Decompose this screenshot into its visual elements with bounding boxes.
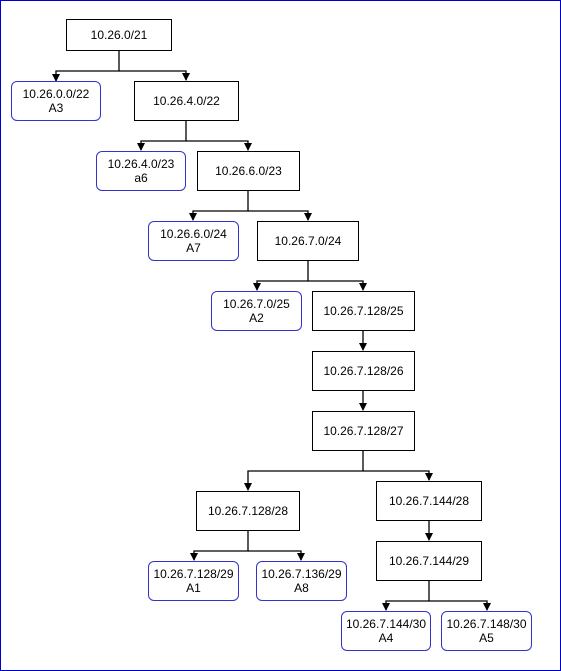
edge-6-23-to-7-24 <box>248 210 312 221</box>
edge-21-to-4-22 <box>119 70 190 81</box>
leaf-label: 10.26.7.148/30 <box>446 617 527 631</box>
node-10-26-7-128-28[interactable]: 10.26.7.128/28 <box>196 491 300 531</box>
node-label: 10.26.7.0/24 <box>274 234 342 248</box>
leaf-tag: A4 <box>378 631 394 645</box>
leaf-tag: A5 <box>479 631 494 645</box>
leaf-10-26-7-148-30[interactable]: 10.26.7.148/30 A5 <box>441 611 532 651</box>
node-10-26-6-0-23[interactable]: 10.26.6.0/23 <box>197 151 300 191</box>
node-label: 10.26.7.144/28 <box>388 494 470 508</box>
edge-7-24-to-7-25 <box>253 261 309 291</box>
leaf-10-26-7-136-29[interactable]: 10.26.7.136/29 A8 <box>256 561 347 601</box>
node-label: 10.26.7.144/29 <box>388 554 470 568</box>
edge-128-28-to-128-29 <box>190 531 249 561</box>
leaf-10-26-7-0-25[interactable]: 10.26.7.0/25 A2 <box>211 291 302 331</box>
leaf-label: 10.26.7.0/25 <box>223 297 290 311</box>
node-10-26-7-144-28[interactable]: 10.26.7.144/28 <box>376 481 482 521</box>
leaf-label: 10.26.7.128/29 <box>153 567 234 581</box>
leaf-10-26-7-144-30[interactable]: 10.26.7.144/30 A4 <box>341 611 431 651</box>
leaf-tag: A8 <box>294 581 309 595</box>
leaf-tag: A1 <box>186 581 201 595</box>
edge-7-24-to-128-25 <box>308 280 367 291</box>
edge-21-to-0-22 <box>52 51 120 82</box>
node-10-26-7-128-27[interactable]: 10.26.7.128/27 <box>312 411 415 451</box>
edge-128-28-to-136-29 <box>248 550 305 561</box>
node-label: 10.26.6.0/23 <box>215 164 282 178</box>
leaf-10-26-6-0-24[interactable]: 10.26.6.0/24 A7 <box>148 221 239 261</box>
leaf-label: 10.26.7.136/29 <box>261 567 342 581</box>
edge-4-22-to-4-23 <box>137 121 187 151</box>
node-label: 10.26.0/21 <box>90 28 148 42</box>
leaf-10-26-0-0-22[interactable]: 10.26.0.0/22 A3 <box>11 81 101 121</box>
node-label: 10.26.7.128/28 <box>207 504 289 518</box>
leaf-tag: A3 <box>48 101 64 115</box>
leaf-tag: A7 <box>186 241 201 255</box>
edge-128-27-to-144-28 <box>363 470 433 481</box>
node-10-26-4-0-22[interactable]: 10.26.4.0/22 <box>134 81 239 121</box>
edge-144-29-to-148-30 <box>429 600 491 611</box>
node-10-26-7-128-26[interactable]: 10.26.7.128/26 <box>312 351 415 391</box>
node-label: 10.26.7.128/26 <box>323 364 404 378</box>
node-10-26-0-21[interactable]: 10.26.0/21 <box>66 19 172 51</box>
edge-4-22-to-6-23 <box>186 140 252 151</box>
leaf-label: 10.26.7.144/30 <box>345 617 427 631</box>
node-label: 10.26.7.128/27 <box>323 424 404 438</box>
edge-6-23-to-6-24 <box>189 191 249 221</box>
node-10-26-7-144-29[interactable]: 10.26.7.144/29 <box>376 541 482 581</box>
edge-128-27-to-128-28 <box>244 451 364 491</box>
leaf-label: 10.26.6.0/24 <box>160 227 227 241</box>
node-label: 10.26.7.128/25 <box>323 304 404 318</box>
leaf-label: 10.26.4.0/23 <box>107 157 175 171</box>
leaf-10-26-7-128-29[interactable]: 10.26.7.128/29 A1 <box>148 561 239 601</box>
leaf-tag: A2 <box>249 311 264 325</box>
leaf-10-26-4-0-23[interactable]: 10.26.4.0/23 a6 <box>96 151 186 191</box>
node-10-26-7-0-24[interactable]: 10.26.7.0/24 <box>257 221 359 261</box>
node-label: 10.26.4.0/22 <box>153 94 220 108</box>
leaf-label: 10.26.0.0/22 <box>22 87 90 101</box>
node-10-26-7-128-25[interactable]: 10.26.7.128/25 <box>312 291 415 331</box>
leaf-tag: a6 <box>134 171 148 185</box>
edge-144-29-to-144-30 <box>382 581 430 611</box>
